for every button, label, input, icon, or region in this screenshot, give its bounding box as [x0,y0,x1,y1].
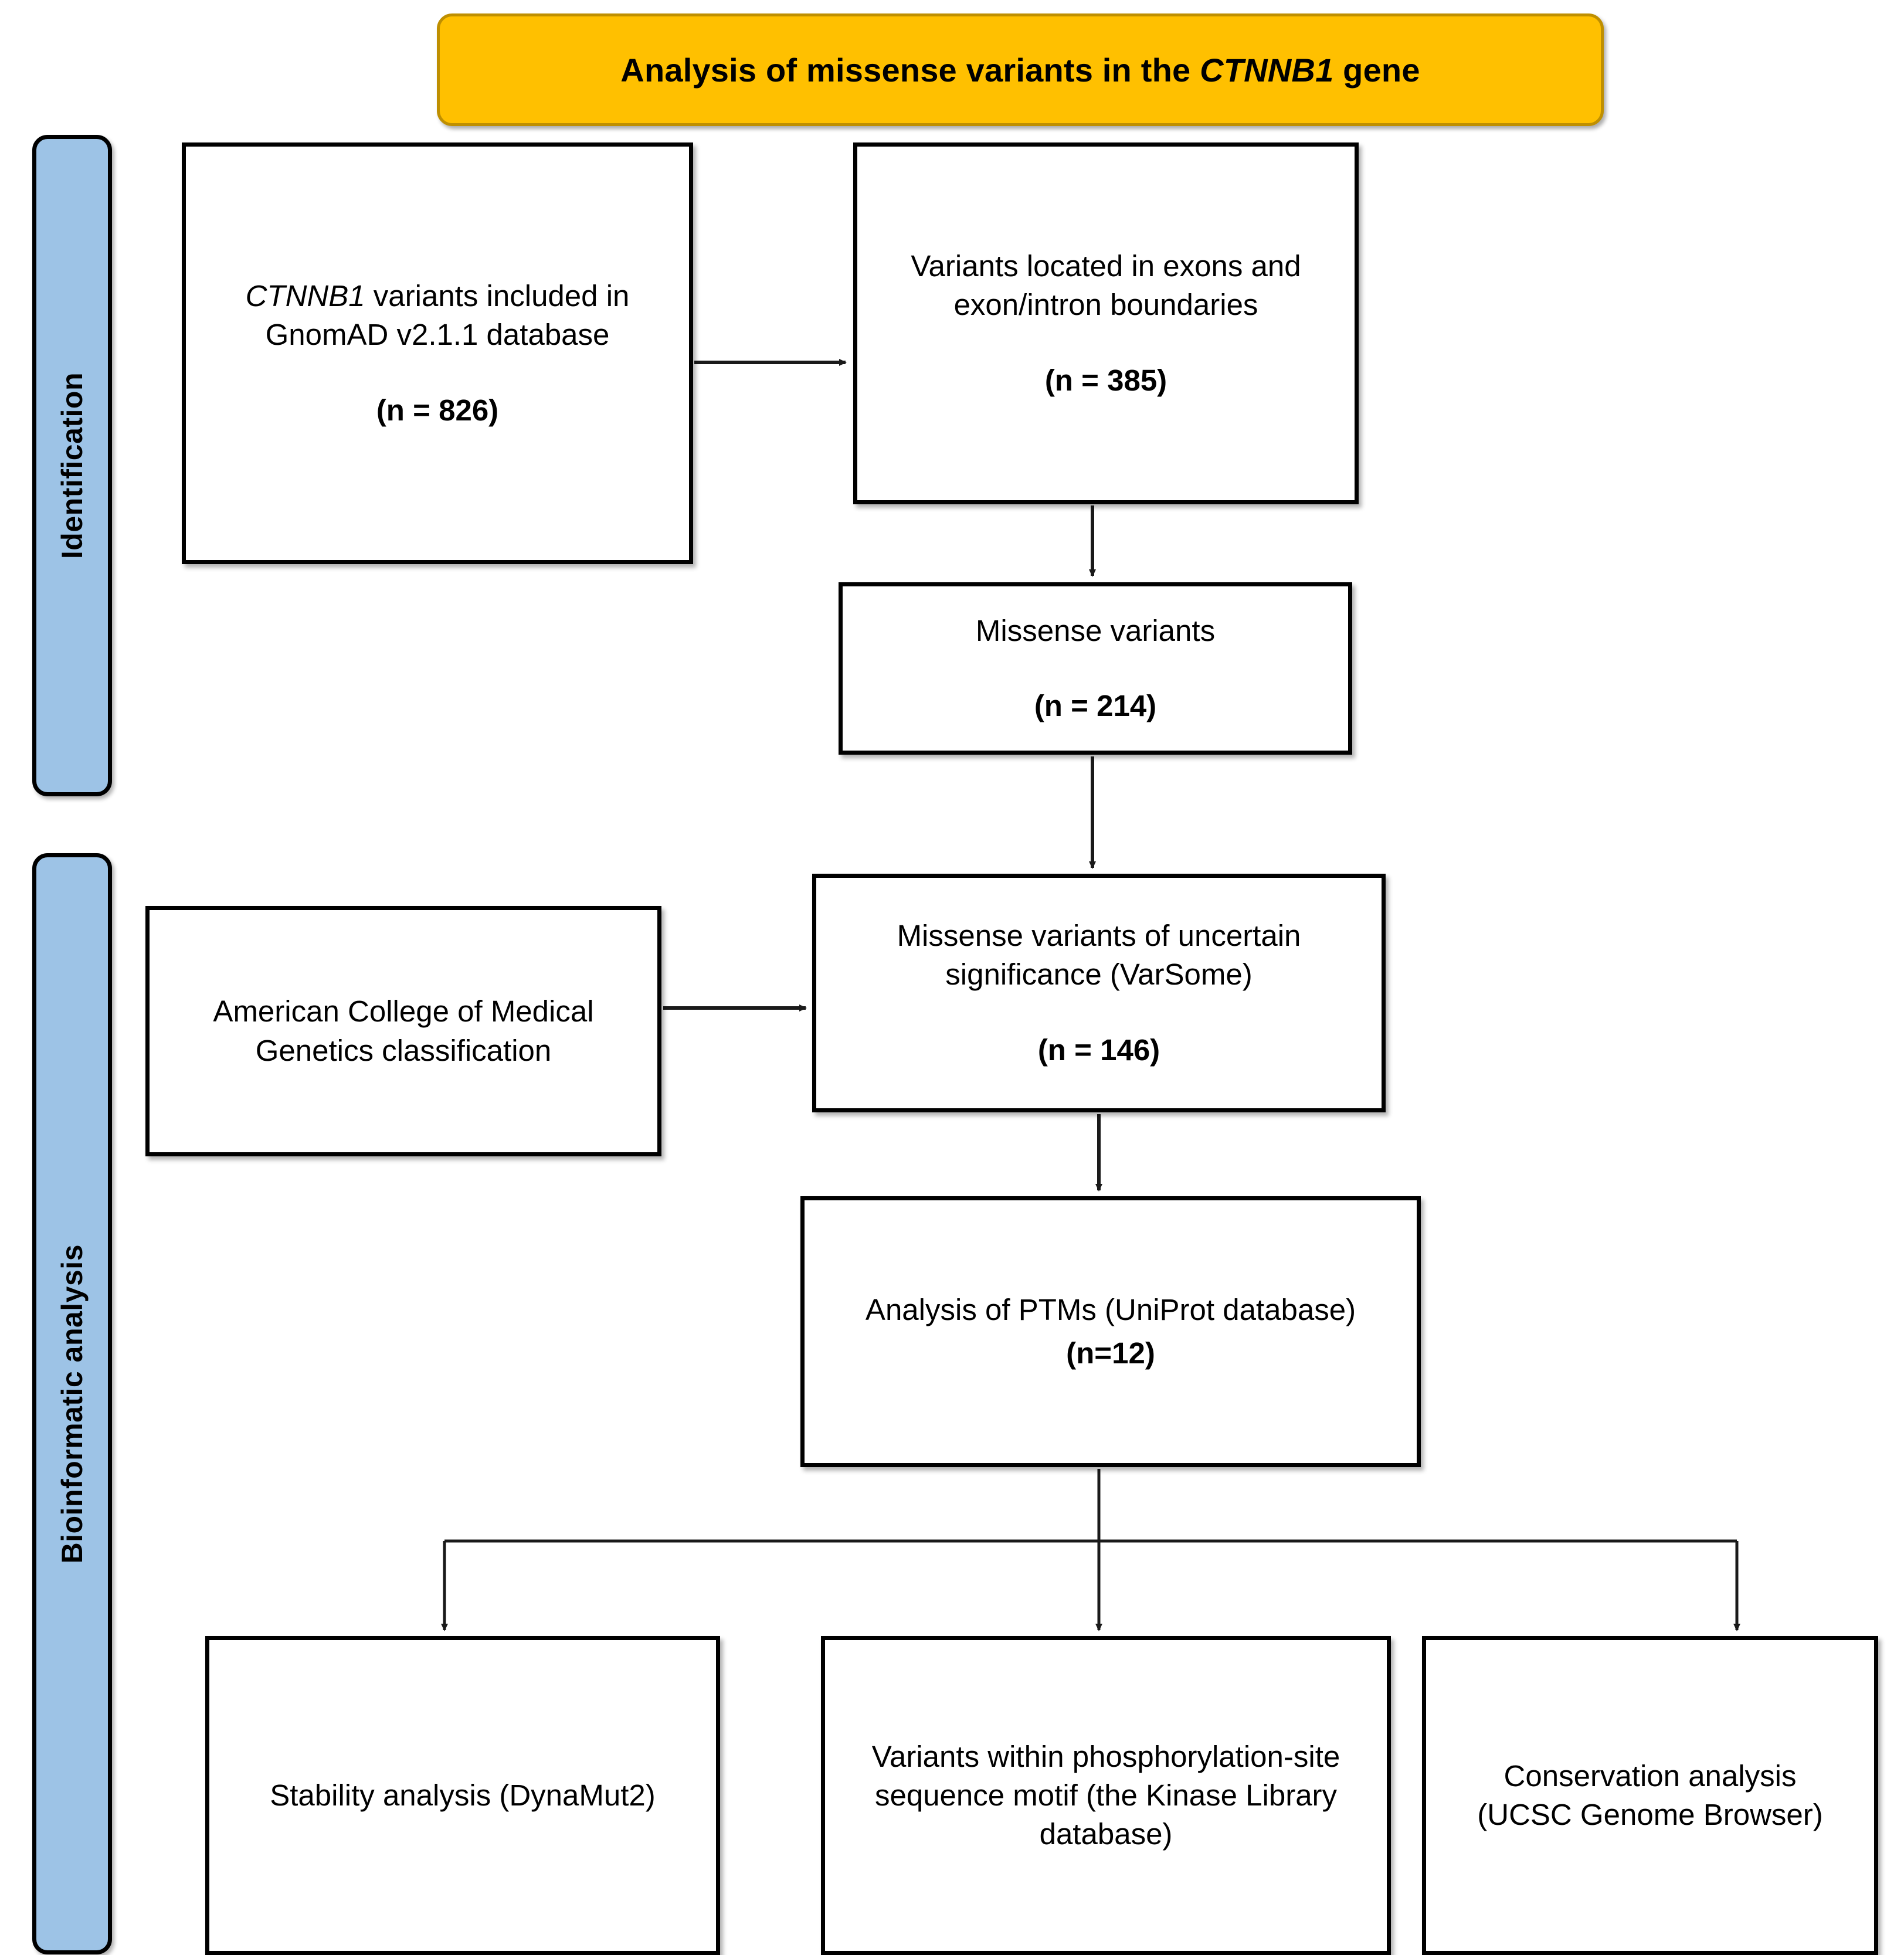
box-exons-count: (n = 385) [1044,363,1167,397]
chart-title: Analysis of missense variants in the CTN… [620,51,1420,89]
box-gnomad-line2: GnomAD v2.1.1 database [265,318,610,352]
box-exon-variants: Variants located in exons and exon/intro… [853,142,1359,504]
box-phosphorylation-motif-analysis: Variants within phosphorylation-site seq… [821,1636,1391,1955]
stage-band-bioinformatic-analysis-label: Bioinformatic analysis [56,1244,89,1564]
box-exons-line1: Variants located in exons and [911,249,1301,283]
box-gnomad-variants: CTNNB1 variants included in GnomAD v2.1.… [182,142,693,564]
box-ptm-count: (n=12) [1066,1336,1155,1370]
box-acmg-line1: American College of Medical [213,995,594,1029]
stage-band-identification: Identification [32,135,112,796]
chart-title-post: gene [1333,51,1420,89]
box-kinase-line3: database) [1039,1817,1173,1851]
chart-title-gene: CTNNB1 [1200,51,1334,89]
box-ptm-line1: Analysis of PTMs (UniProt database) [865,1292,1356,1326]
stage-band-bioinformatic-analysis: Bioinformatic analysis [32,853,112,1954]
box-exons-line2: exon/intron boundaries [953,288,1258,322]
box-gnomad-line1-rest: variants included in [365,279,630,313]
box-gnomad-line1: CTNNB1 variants included in [233,277,643,315]
box-vus-line2: significance (VarSome) [945,958,1253,992]
box-variants-uncertain-significance: Missense variants of uncertain significa… [812,874,1386,1112]
stage-band-identification-label: Identification [56,372,89,559]
box-conservation-line1: Conservation analysis [1503,1759,1797,1793]
box-conservation-line2: (UCSC Genome Browser) [1477,1798,1823,1831]
chart-title-pre: Analysis of missense variants in the [620,51,1200,89]
box-missense-count: (n = 214) [1034,689,1157,722]
box-vus-line1: Missense variants of uncertain [897,919,1301,953]
box-missense-line1: Missense variants [975,613,1216,647]
box-acmg-line2: Genetics classification [255,1033,552,1067]
box-stability-analysis: Stability analysis (DynaMut2) [205,1636,720,1955]
box-kinase-line1: Variants within phosphorylation-site [871,1739,1340,1773]
box-gnomad-count: (n = 826) [376,393,499,427]
box-acmg-classification: American College of Medical Genetics cla… [145,906,661,1156]
box-stability-line1: Stability analysis (DynaMut2) [270,1778,656,1812]
edge-ptm-branch-trunk [444,1469,1737,1543]
box-vus-count: (n = 146) [1037,1033,1160,1067]
chart-title-banner: Analysis of missense variants in the CTN… [437,13,1604,126]
box-conservation-analysis: Conservation analysis (UCSC Genome Brows… [1422,1636,1878,1955]
box-gnomad-gene: CTNNB1 [245,279,365,313]
box-kinase-line2: sequence motif (the Kinase Library [874,1778,1338,1812]
box-ptm-analysis: Analysis of PTMs (UniProt database) (n=1… [800,1196,1421,1467]
box-missense-variants: Missense variants (n = 214) [839,582,1352,755]
